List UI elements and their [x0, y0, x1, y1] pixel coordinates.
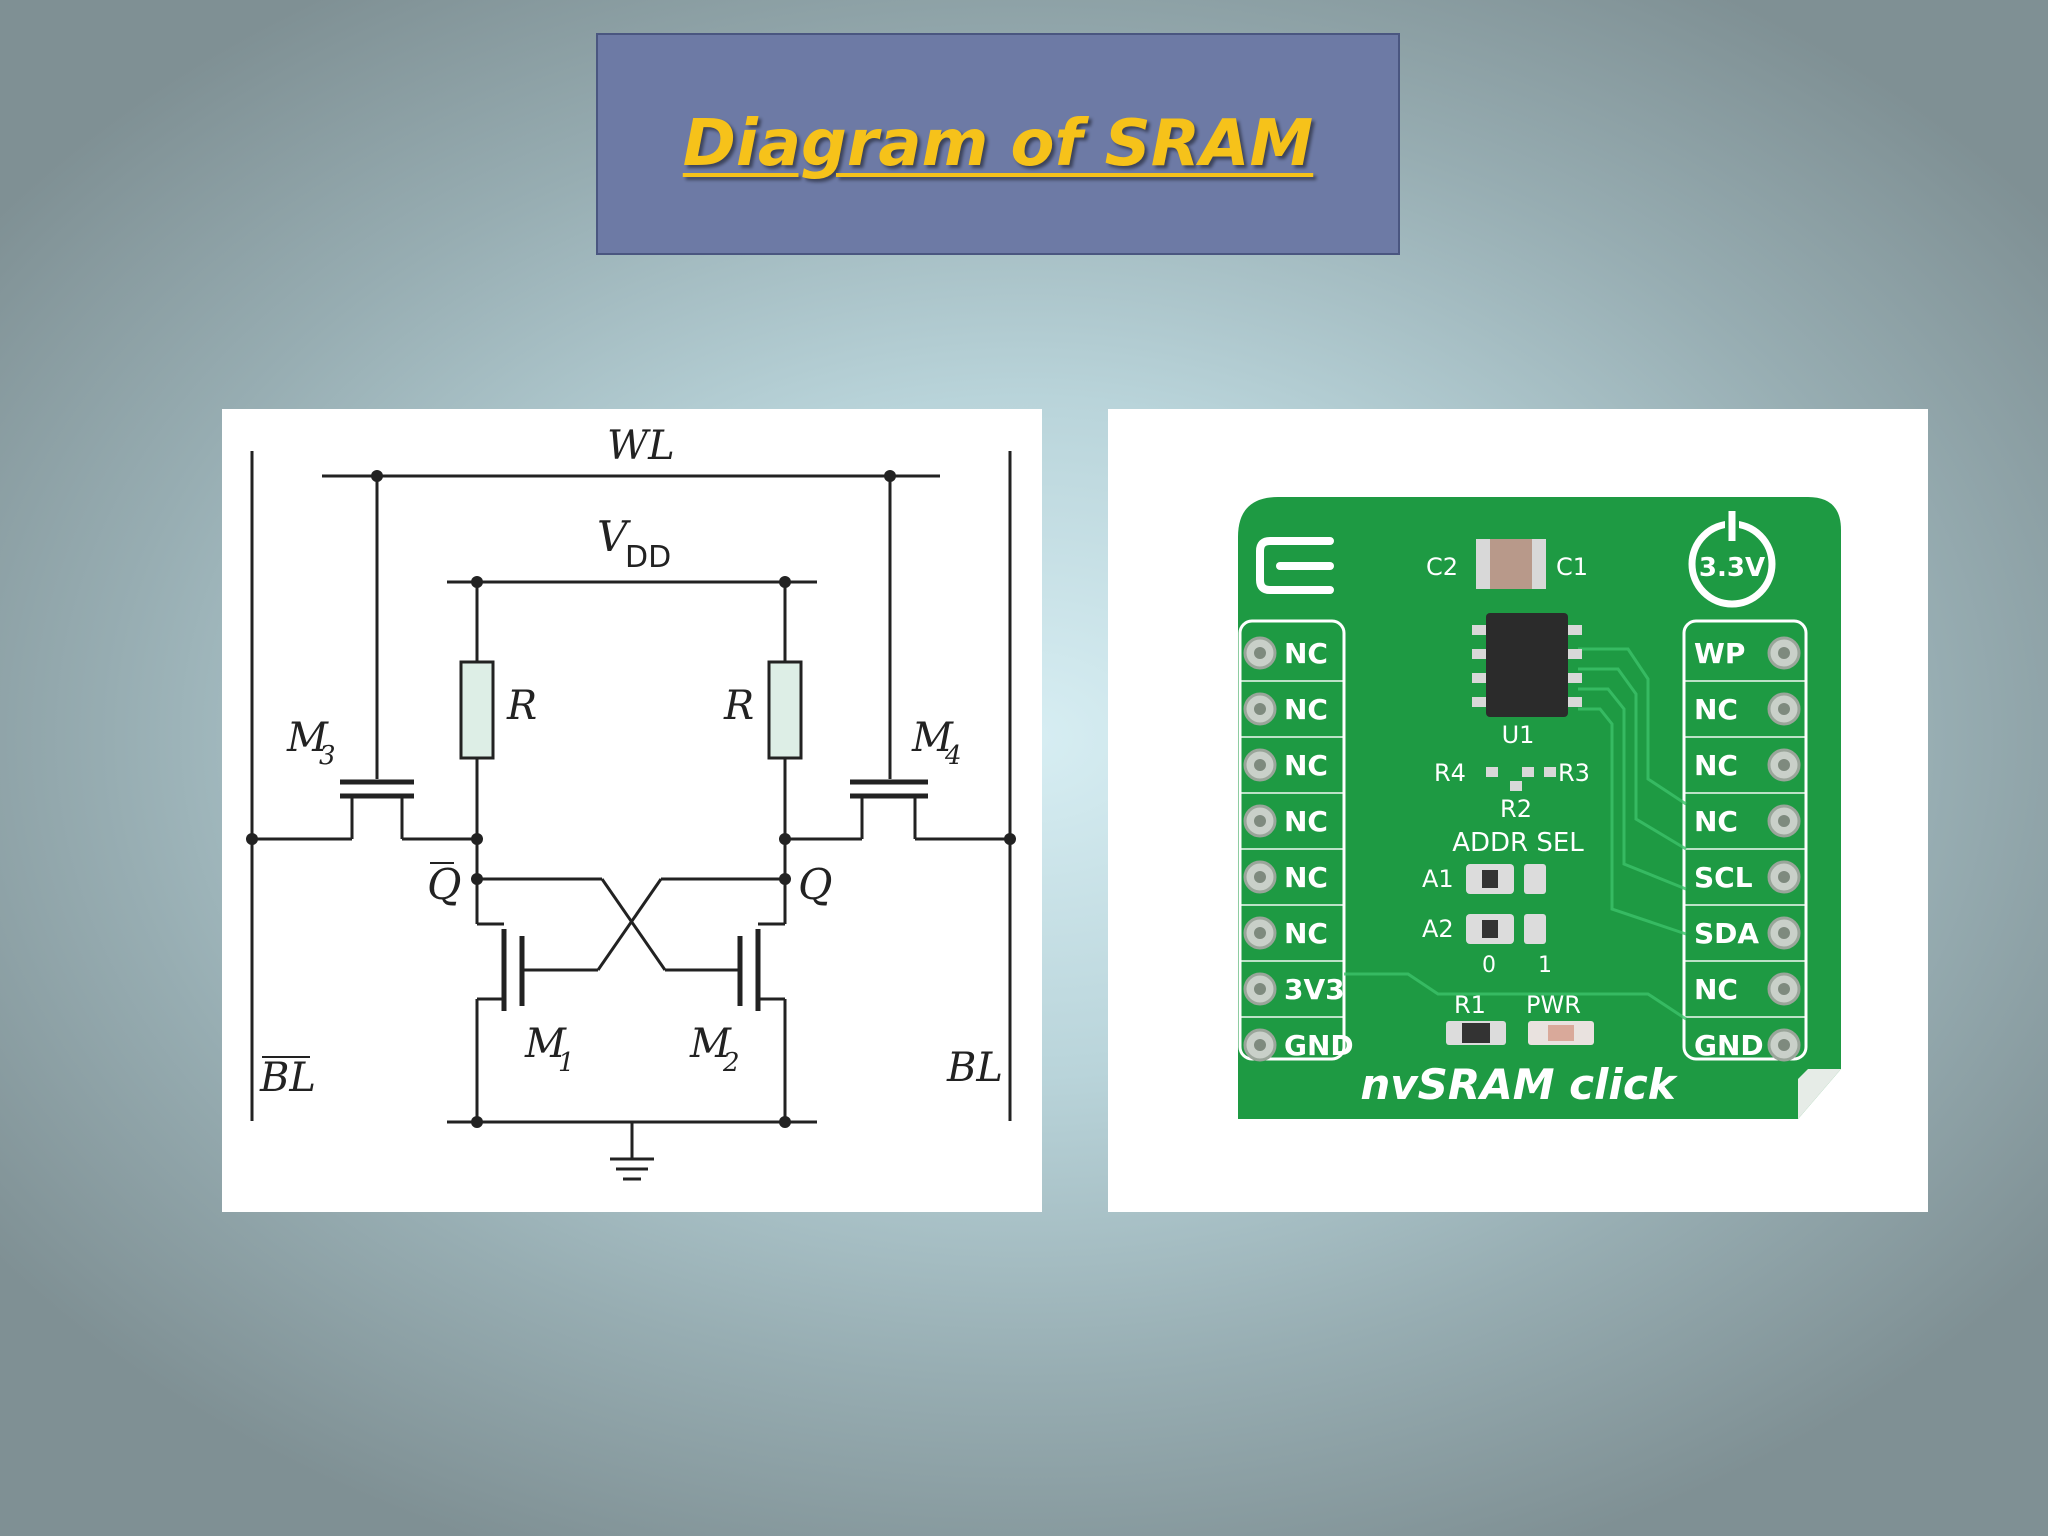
right-pin-label: WP [1694, 637, 1745, 670]
right-pin-header [1682, 619, 1808, 1061]
voltage-badge: 3.3V [1699, 553, 1765, 583]
silk-r4: R4 [1434, 759, 1466, 787]
sram-schematic-panel: WL V DD R R M 3 M 4 Q Q M 1 M 2 BL BL [222, 409, 1042, 1212]
slide-title: Diagram of SRAM [682, 107, 1314, 181]
capacitor-c1c2 [1476, 539, 1546, 589]
silk-sel-1: 1 [1538, 953, 1552, 978]
right-pin-label: NC [1694, 805, 1738, 838]
node-q-bar-label: Q [427, 860, 461, 909]
u1-chip [1472, 613, 1582, 717]
silk-a1: A1 [1422, 865, 1454, 893]
right-pin-hole [1778, 983, 1790, 995]
silk-sel-0: 0 [1482, 953, 1496, 978]
left-pin-hole [1254, 983, 1266, 995]
right-pin-label: NC [1694, 693, 1738, 726]
left-pin-hole [1254, 1039, 1266, 1051]
left-pin-label: NC [1284, 917, 1328, 950]
resistor-pads [1486, 767, 1556, 791]
silk-u1: U1 [1502, 721, 1535, 749]
sram-schematic: WL V DD R R M 3 M 4 Q Q M 1 M 2 BL BL [246, 423, 1016, 1181]
vdd-label: V [597, 512, 631, 561]
left-pin-label: NC [1284, 805, 1328, 838]
right-pin-label: SDA [1694, 917, 1759, 950]
resistor-left [459, 660, 495, 760]
transistor-m1-label: M [524, 1021, 567, 1067]
board-corner-cut [1798, 1069, 1841, 1119]
right-pin-label: GND [1694, 1029, 1764, 1062]
silk-r2: R2 [1500, 795, 1532, 823]
transistor-m4-sub: 4 [944, 741, 962, 771]
pcb-traces [1344, 647, 1687, 1021]
transistor-m3-label: M [286, 715, 329, 761]
power-3v3-icon: 3.3V [1688, 511, 1776, 608]
right-pin-label: NC [1694, 749, 1738, 782]
transistor-m3-sub: 3 [319, 741, 336, 771]
right-pin-hole [1778, 815, 1790, 827]
right-pin-hole [1778, 927, 1790, 939]
silk-pwr: PWR [1526, 991, 1581, 1019]
right-pin-hole [1778, 759, 1790, 771]
right-pin-label: NC [1694, 973, 1738, 1006]
node-q-label: Q [798, 860, 832, 909]
vdd-subscript: DD [625, 540, 671, 575]
left-pin-hole [1254, 927, 1266, 939]
silk-addr-sel: ADDR SEL [1452, 828, 1584, 858]
left-pin-hole [1254, 815, 1266, 827]
left-pin-label: NC [1284, 861, 1328, 894]
right-pin-hole [1778, 871, 1790, 883]
left-pin-header [1238, 619, 1346, 1061]
bitline-label: BL [946, 1045, 1003, 1091]
right-pin-hole [1778, 703, 1790, 715]
left-pin-hole [1254, 759, 1266, 771]
resistor-label-left: R [506, 683, 537, 729]
left-pin-label: NC [1284, 637, 1328, 670]
resistor-label-right: R [723, 683, 754, 729]
silk-c2: C2 [1426, 553, 1458, 581]
transistor-m2-label: M [689, 1021, 732, 1067]
transistor-m1-sub: 1 [558, 1048, 575, 1078]
left-pin-label: GND [1284, 1029, 1354, 1062]
silk-r1: R1 [1454, 991, 1486, 1019]
transistor-m2-sub: 2 [722, 1048, 740, 1078]
resistor-right [767, 660, 803, 760]
right-pin-hole [1778, 1039, 1790, 1051]
junction-dots [246, 470, 1016, 1128]
left-pin-label: NC [1284, 749, 1328, 782]
silk-r3: R3 [1558, 759, 1590, 787]
right-pin-hole [1778, 647, 1790, 659]
transistor-m4-label: M [911, 715, 954, 761]
left-pin-hole [1254, 703, 1266, 715]
mikroe-logo-icon [1256, 537, 1334, 594]
word-line-label: WL [607, 423, 675, 469]
left-pin-hole [1254, 871, 1266, 883]
addr-sel-jumpers [1466, 864, 1546, 944]
right-pin-label: SCL [1694, 861, 1753, 894]
title-box: Diagram of SRAM [596, 33, 1400, 255]
left-pin-label: NC [1284, 693, 1328, 726]
left-pin-hole [1254, 647, 1266, 659]
board-name: nvSRAM click [1360, 1060, 1678, 1109]
left-pin-label: 3V3 [1284, 973, 1345, 1006]
bitline-bar-label: BL [259, 1055, 316, 1101]
silk-a2: A2 [1422, 915, 1454, 943]
silk-c1: C1 [1556, 553, 1588, 581]
pcb-body [1238, 497, 1841, 1119]
